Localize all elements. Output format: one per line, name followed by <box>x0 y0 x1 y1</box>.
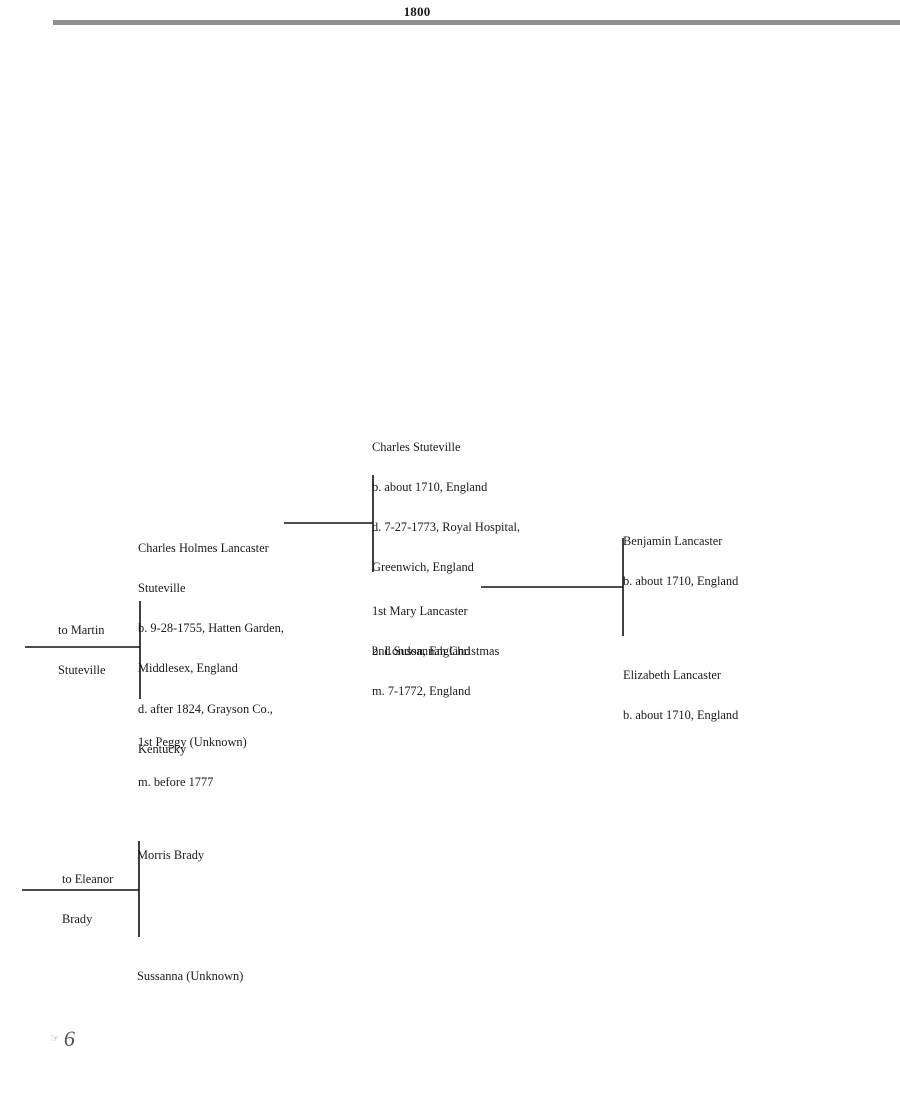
link-martin-stuteville: to Martin Stuteville <box>58 622 106 678</box>
person-benjamin-lancaster: Benjamin Lancaster b. about 1710, Englan… <box>623 533 739 589</box>
person-peggy-unknown: 1st Peggy (Unknown) m. before 1777 <box>138 734 247 790</box>
person-mary-lancaster: 1st Mary Lancaster b. London, England <box>372 603 471 659</box>
person-charles-holmes-lancaster-stuteville: Charles Holmes Lancaster Stuteville b. 9… <box>138 540 284 756</box>
person-sussanna-unknown: Sussanna (Unknown) <box>137 968 244 983</box>
person-sussannah-christmas: 2nd Sussannah Christmas m. 7-1772, Engla… <box>372 643 500 699</box>
person-morris-brady: Morris Brady <box>137 847 205 862</box>
person-elizabeth-lancaster: Elizabeth Lancaster b. about 1710, Engla… <box>623 667 739 723</box>
year-heading: 1800 <box>403 4 431 19</box>
header-rule <box>53 20 900 25</box>
person-charles-stuteville: Charles Stuteville b. about 1710, Englan… <box>372 439 520 575</box>
link-eleanor-brady: to Eleanor Brady <box>62 871 114 927</box>
pointing-hand-icon: ☞ <box>50 1033 60 1045</box>
page-number: ☞6 <box>50 1026 75 1051</box>
